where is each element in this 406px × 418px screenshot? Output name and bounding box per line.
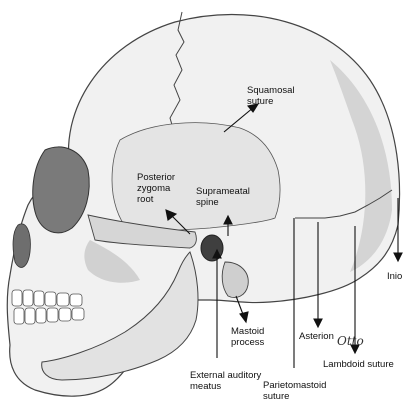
label-external-auditory-meatus: External auditory meatus: [190, 370, 261, 392]
label-line: suture: [263, 391, 290, 402]
arrowhead-posterior-zygoma: [165, 209, 178, 221]
arrowhead-mastoid: [239, 311, 249, 324]
mastoid-process: [221, 261, 249, 298]
label-line: Lambdoid suture: [323, 359, 394, 370]
label-line: Posterior: [137, 172, 176, 183]
label-line: Suprameatal: [196, 186, 250, 197]
label-line: Asterion: [299, 331, 334, 342]
arrowhead-external-auditory-meatus: [212, 248, 222, 259]
zygomatic-arch: [87, 214, 197, 249]
label-line: Mastoid: [231, 326, 265, 337]
label-line: meatus: [190, 381, 222, 392]
arrowhead-inion: [393, 252, 403, 263]
label-line: suture: [247, 96, 274, 107]
arrow-posterior-zygoma-root: [169, 213, 191, 235]
arrowhead-suprameatal: [223, 214, 233, 225]
teeth: [11, 289, 85, 325]
leader-lines: [165, 103, 403, 368]
label-line: External auditory: [190, 370, 262, 381]
occipital-shading: [330, 60, 392, 272]
label-line: Inio: [387, 271, 403, 282]
arrow-squamosal-suture: [223, 106, 255, 133]
label-squamosal-suture: Squamosal suture: [247, 85, 295, 107]
label-suprameatal-spine: Suprameatal spine: [196, 186, 250, 208]
arrowhead-lambdoid: [350, 344, 360, 355]
arrowhead-asterion: [313, 318, 323, 329]
squamosal-region: [111, 122, 281, 233]
label-parietomastoid-suture: Parietomastoid suture: [263, 380, 326, 402]
label-line: Parietomastoid: [263, 380, 327, 391]
label-line: spine: [196, 197, 219, 208]
nasal-cavity: [12, 223, 31, 268]
cheek-shading: [84, 240, 140, 283]
label-asterion: Asterion: [299, 331, 334, 342]
arrowhead-squamosal: [246, 103, 260, 113]
label-line: zygoma: [137, 183, 171, 194]
label-line: root: [137, 194, 154, 205]
mandible: [41, 251, 199, 381]
orbit: [32, 146, 90, 234]
label-lambdoid-suture: Lambdoid suture: [323, 359, 394, 370]
label-inion: Inio: [387, 271, 402, 282]
label-mastoid-process: Mastoid process: [231, 326, 264, 348]
label-posterior-zygoma-root: Posterior zygoma root: [137, 172, 175, 205]
label-line: process: [231, 337, 265, 348]
lambdoid-suture-line: [295, 189, 393, 219]
label-line: Squamosal: [247, 85, 295, 96]
artist-signature: Otto: [337, 334, 364, 348]
coronal-suture: [169, 11, 185, 136]
